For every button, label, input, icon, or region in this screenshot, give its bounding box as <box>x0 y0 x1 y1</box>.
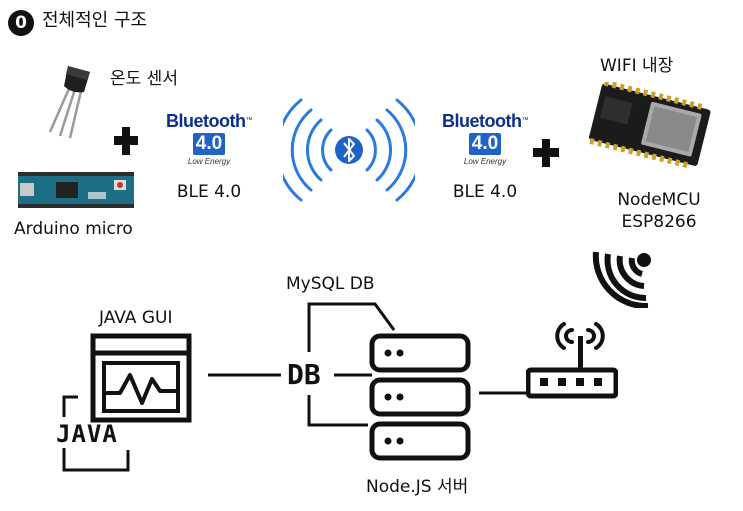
plus-icon <box>114 127 138 155</box>
db-text: DB <box>287 358 321 391</box>
diagram-title: 전체적인 구조 <box>42 10 148 31</box>
java-gui-label: JAVA GUI <box>99 308 173 328</box>
bluetooth-wordmark: Bluetooth <box>166 111 246 131</box>
trademark-symbol: ™ <box>521 117 528 124</box>
bluetooth-version: 4.0 <box>192 133 226 155</box>
bluetooth-signal-icon <box>283 98 415 202</box>
wifi-signal-icon <box>592 251 651 308</box>
plus-icon <box>533 139 559 167</box>
nodemcu-board-image <box>589 82 711 168</box>
gui-window-icon <box>90 333 192 423</box>
temperature-sensor-image <box>48 66 90 139</box>
nodemcu-label: NodeMCU <box>617 190 701 210</box>
low-energy-tagline: Low Energy <box>187 157 231 166</box>
ble-caption: BLE 4.0 <box>176 182 242 202</box>
java-text: JAVA <box>56 420 118 448</box>
arduino-micro-image <box>18 172 134 208</box>
arduino-micro-label: Arduino micro <box>14 219 133 239</box>
wifi-router-icon <box>526 322 618 399</box>
bluetooth-low-energy-logo: Bluetooth™ 4.0 Low Energy <box>435 111 535 166</box>
esp8266-label: ESP8266 <box>621 212 697 232</box>
ble-caption: BLE 4.0 <box>452 182 518 202</box>
bluetooth-wordmark: Bluetooth <box>442 111 522 131</box>
server-stack-icon <box>369 333 471 461</box>
wifi-builtin-label: WIFI 내장 <box>600 56 674 76</box>
connection-lines <box>62 302 526 472</box>
bluetooth-version: 4.0 <box>468 133 502 155</box>
mysql-db-label: MySQL DB <box>286 274 375 294</box>
trademark-symbol: ™ <box>245 117 252 124</box>
bluetooth-low-energy-logo: Bluetooth™ 4.0 Low Energy <box>159 111 259 166</box>
step-number-badge: 0 <box>8 10 34 36</box>
nodejs-server-label: Node.JS 서버 <box>366 477 469 497</box>
low-energy-tagline: Low Energy <box>463 157 507 166</box>
sensor-label: 온도 센서 <box>110 69 178 89</box>
